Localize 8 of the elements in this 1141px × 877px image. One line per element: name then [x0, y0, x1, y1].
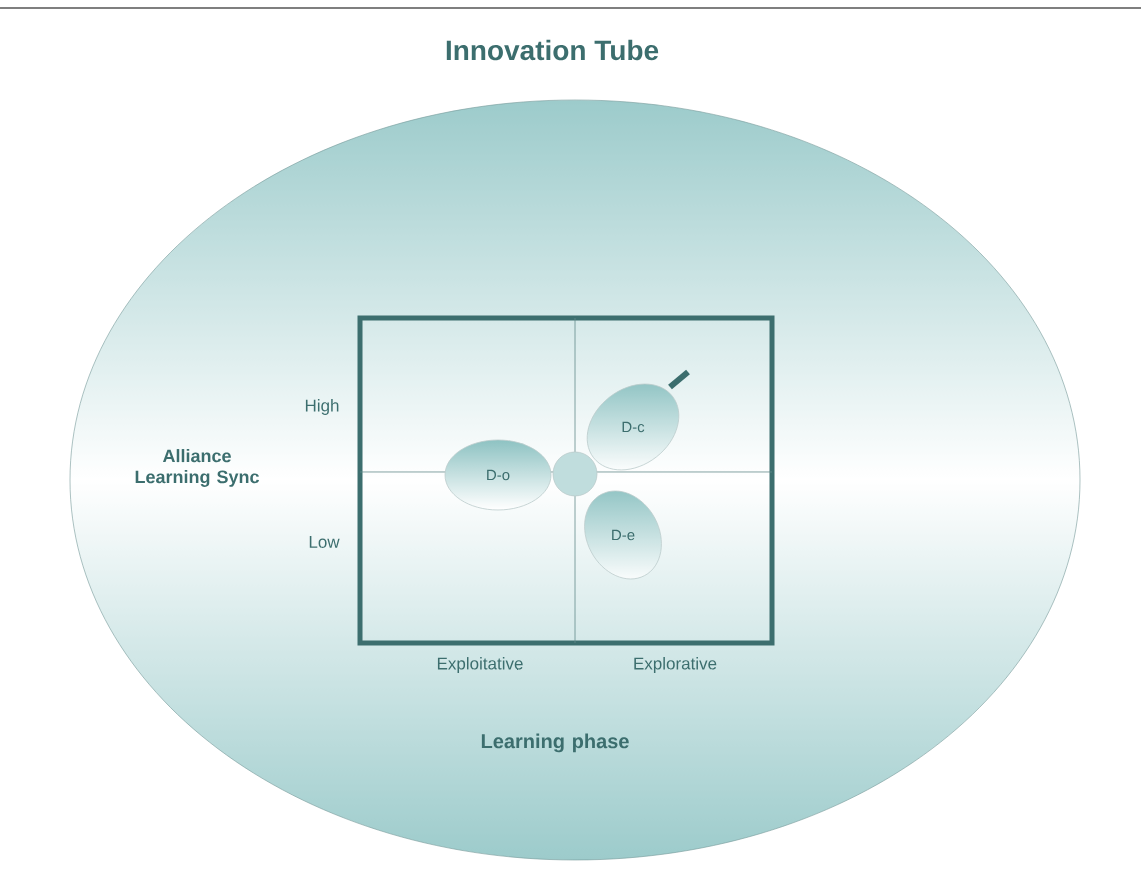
axis-title: Learning phase: [481, 733, 629, 753]
axis-title: Alliance Learning Sync: [135, 449, 259, 487]
axis-label: Exploitative: [437, 657, 523, 673]
axis-label: Explorative: [634, 657, 717, 673]
title: Innovation Tube: [446, 39, 659, 61]
axis-label: Low: [309, 536, 340, 548]
ellipse-shape: [552, 451, 598, 497]
axis-label: High: [305, 399, 339, 415]
